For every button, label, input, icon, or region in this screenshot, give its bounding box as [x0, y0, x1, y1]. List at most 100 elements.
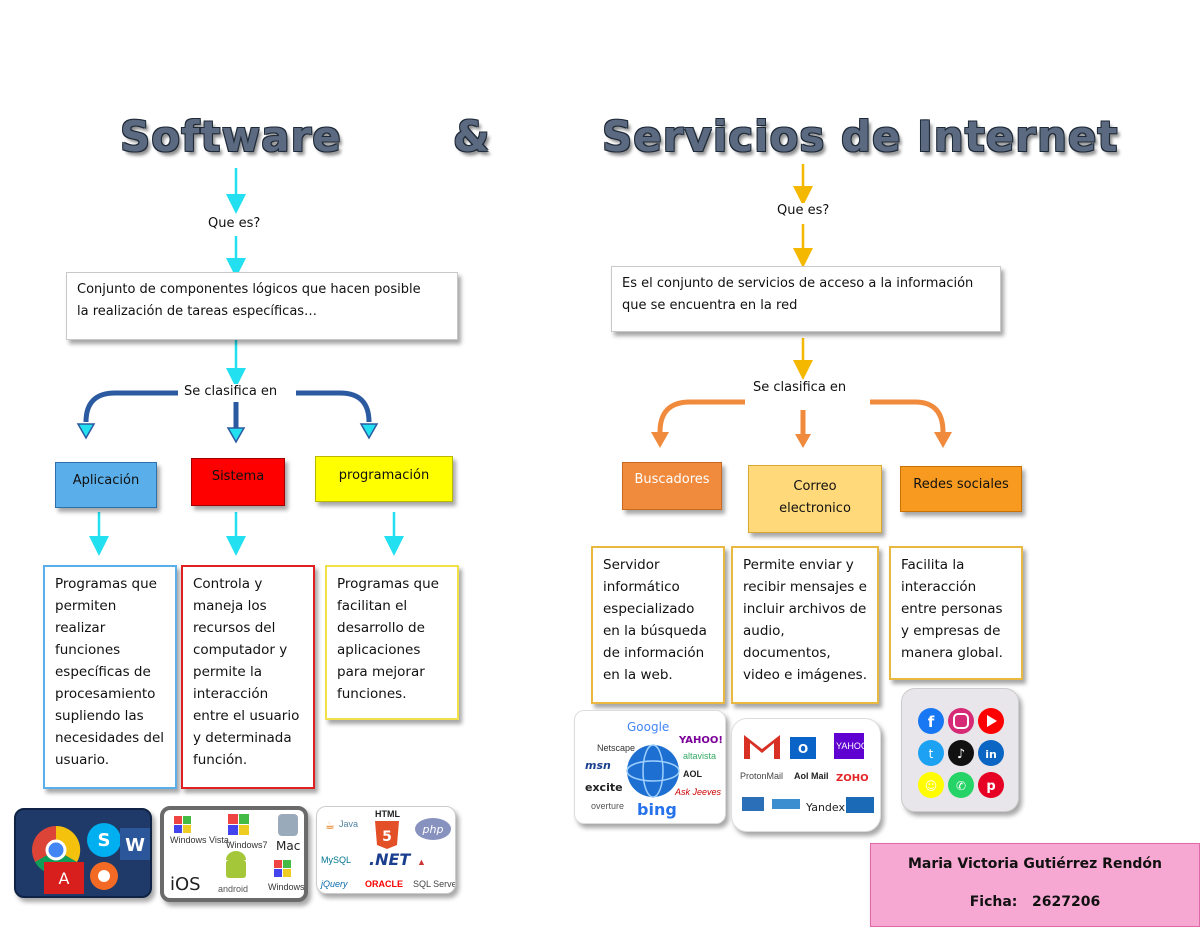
- aol-text: AOL: [683, 769, 703, 779]
- desc-line: permite la: [193, 664, 263, 680]
- desc-line: y determinada: [193, 730, 292, 746]
- mysql-text: MySQL: [321, 855, 351, 865]
- html-text: HTML: [375, 809, 400, 819]
- category-redes-sociales-label: Redes sociales: [913, 477, 1009, 492]
- description-sistema: Controla y maneja los recursos del compu…: [181, 565, 315, 789]
- skype-icon: [87, 823, 121, 857]
- category-buscadores: Buscadores: [622, 462, 722, 510]
- desc-line: procesamiento: [55, 686, 156, 702]
- svg-text:A: A: [59, 869, 70, 888]
- acrobat-icon: [44, 862, 84, 894]
- android-text: android: [218, 884, 248, 894]
- desc-line: Facilita la: [901, 557, 965, 573]
- category-programacion: programación: [315, 456, 453, 502]
- svg-text:♪: ♪: [957, 747, 965, 762]
- desc-line: en la búsqueda: [603, 623, 707, 639]
- software-branch-curves: [83, 390, 372, 430]
- mail-service-icon: [846, 797, 874, 813]
- category-correo-label-line1: Correo: [793, 479, 837, 494]
- mac-finder-icon: [278, 814, 298, 836]
- svg-text:p: p: [986, 779, 995, 794]
- ask-text: Ask Jeeves: [674, 787, 722, 797]
- ficha-line: Ficha: 2627206: [871, 892, 1199, 912]
- desc-line: Servidor: [603, 557, 660, 573]
- desc-line: funciones.: [337, 686, 407, 702]
- windows-vista-text: Windows Vista: [170, 835, 229, 845]
- windows7-text: Windows7: [226, 840, 268, 850]
- desc-line: Programas que: [55, 576, 157, 592]
- desc-line: interacción: [193, 686, 269, 702]
- jquery-text: jQuery: [320, 879, 348, 889]
- title-software: Software: [120, 112, 342, 161]
- desc-line: entre el usuario: [193, 708, 300, 724]
- windows7-icon: [228, 814, 249, 835]
- internet-que-es-label: Que es?: [773, 203, 834, 218]
- title-ampersand: &: [453, 112, 491, 161]
- category-redes-sociales: Redes sociales: [900, 466, 1022, 512]
- software-definition-line2: la realización de tareas específicas…: [77, 304, 318, 319]
- desc-line: documentos,: [743, 645, 831, 661]
- description-redes-sociales: Facilita la interacción entre personas y…: [889, 546, 1023, 680]
- internet-classify-label: Se clasifica en: [749, 380, 851, 395]
- yahoo-text: YAHOO!: [678, 735, 723, 746]
- desc-line: específicas de: [55, 664, 151, 680]
- desc-line: usuario.: [55, 752, 110, 768]
- altavista-text: altavista: [683, 751, 716, 761]
- yandex-text: Yandex: [805, 801, 845, 814]
- desc-line: facilitan el: [337, 598, 408, 614]
- java-text: Java: [339, 819, 358, 829]
- desc-line: necesidades del: [55, 730, 165, 746]
- software-definition-line1: Conjunto de componentes lógicos que hace…: [77, 282, 421, 297]
- category-correo-label-line2: electronico: [779, 501, 851, 516]
- svg-text:✆: ✆: [956, 779, 966, 793]
- description-aplicacion: Programas que permiten realizar funcione…: [43, 565, 177, 789]
- author-credit-box: Maria Victoria Gutiérrez Rendón Ficha: 2…: [870, 843, 1200, 927]
- facebook-icon: [918, 708, 944, 734]
- msn-text: msn: [585, 759, 611, 772]
- email-services-collage: O YAHOO! ProtonMail Aol Mail ZOHO Yandex: [740, 733, 874, 814]
- word-icon: [120, 828, 150, 860]
- desc-line: desarrollo de: [337, 620, 425, 636]
- programming-logos-image: ☕ Java HTML 5 php MySQL .NET ▲ jQuery OR…: [316, 806, 456, 894]
- desc-line: recursos del: [193, 620, 276, 636]
- description-correo: Permite enviar y recibir mensajes e incl…: [731, 546, 879, 704]
- email-logos-image: O YAHOO! ProtonMail Aol Mail ZOHO Yandex: [731, 718, 881, 832]
- html5-icon: [375, 821, 399, 849]
- internet-branch-curves: [657, 399, 946, 436]
- operating-system-logos-image: Windows Vista Windows7 Mac iOS android W…: [160, 806, 308, 902]
- overture-text: overture: [591, 801, 624, 811]
- twitter-icon: [918, 740, 944, 766]
- desc-line: incluir archivos de: [743, 601, 867, 617]
- title-internet-services: Servicios de Internet: [602, 112, 1119, 161]
- desc-line: función.: [193, 752, 248, 768]
- desc-line: informático: [603, 579, 680, 595]
- globe-icon: [627, 745, 679, 797]
- tiktok-icon: [948, 740, 974, 766]
- internet-definition-line2: que se encuentra en la red: [622, 298, 798, 313]
- desc-line: audio,: [743, 623, 785, 639]
- oracle-text: ORACLE: [365, 879, 403, 889]
- windows-text: Windows: [268, 882, 304, 892]
- desc-line: especializado: [603, 601, 695, 617]
- android-icon: [226, 851, 246, 878]
- software-que-es-label: Que es?: [204, 216, 265, 231]
- desc-line: en la web.: [603, 667, 673, 683]
- desc-line: Permite enviar y: [743, 557, 854, 573]
- svg-text:O: O: [798, 742, 808, 756]
- desc-line: de información: [603, 645, 705, 661]
- desc-line: funciones: [55, 642, 121, 658]
- linkedin-icon: [978, 740, 1004, 766]
- zoho-text: ZOHO: [836, 773, 869, 784]
- sqlserver-icon-text: ▲: [417, 857, 426, 867]
- social-media-logos-image: f t ♪ in ☺ ✆ p: [901, 688, 1019, 812]
- desc-line: manera global.: [901, 645, 1003, 661]
- software-classify-label: Se clasifica en: [180, 384, 282, 399]
- svg-text:S: S: [98, 830, 111, 851]
- desc-line: interacción: [901, 579, 977, 595]
- protonmail-text: ProtonMail: [740, 771, 783, 781]
- desc-line: entre personas: [901, 601, 1003, 617]
- description-buscadores: Servidor informático especializado en la…: [591, 546, 725, 704]
- netscape-text: Netscape: [597, 743, 635, 753]
- desc-line: para mejorar: [337, 664, 425, 680]
